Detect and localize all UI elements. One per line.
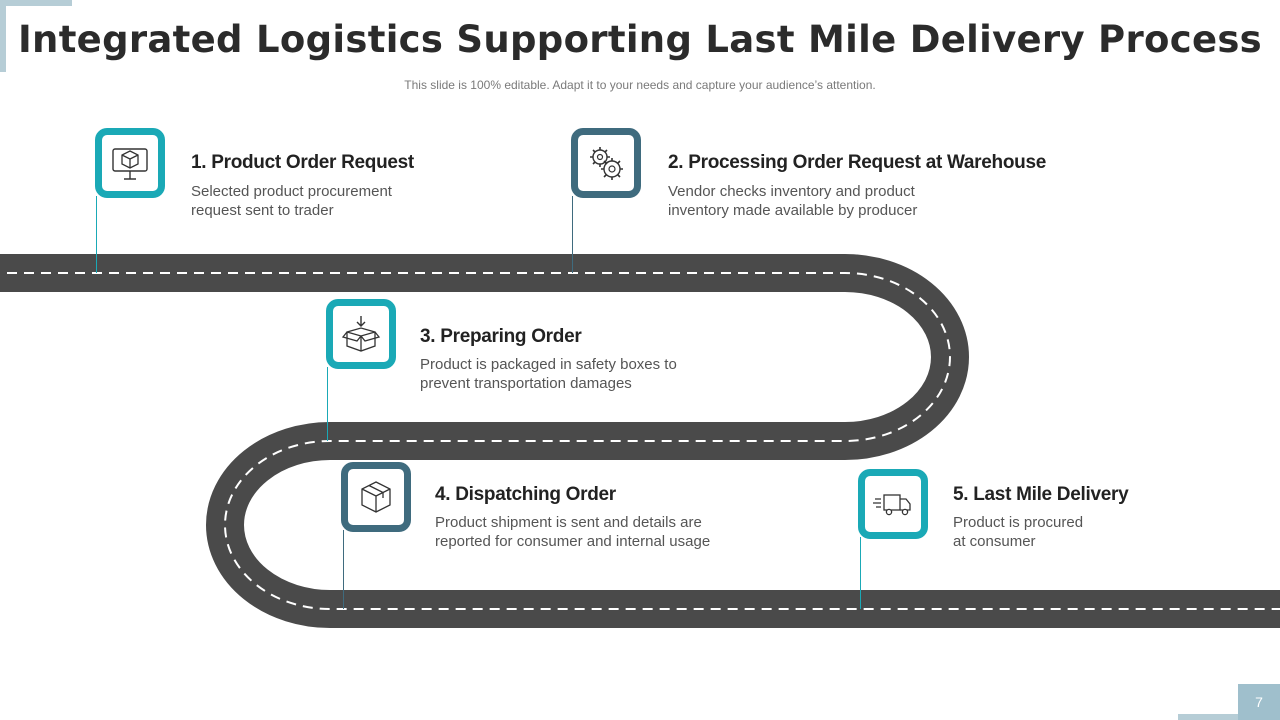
page-subtitle: This slide is 100% editable. Adapt it to… bbox=[404, 78, 876, 92]
step-2-title: 2. Processing Order Request at Warehouse bbox=[668, 152, 1046, 173]
gears-icon bbox=[590, 147, 623, 180]
connector-line bbox=[96, 196, 97, 273]
corner-decoration bbox=[0, 0, 72, 72]
connector-line bbox=[572, 196, 573, 273]
road-surface bbox=[0, 254, 1280, 628]
page-title: Integrated Logistics Supporting Last Mil… bbox=[17, 18, 1263, 61]
box-in-icon bbox=[341, 316, 381, 352]
step-5-title: 5. Last Mile Delivery bbox=[953, 484, 1129, 505]
step-4-description: Product shipment is sent and details are… bbox=[435, 514, 711, 550]
package-icon bbox=[361, 481, 391, 513]
monitor-box-icon bbox=[112, 148, 148, 180]
page-number-strip bbox=[1178, 714, 1238, 720]
delivery-truck-icon bbox=[873, 494, 911, 516]
connector-line bbox=[343, 530, 344, 609]
page-number: 7 bbox=[1238, 684, 1280, 720]
step-3-icon-box bbox=[326, 299, 396, 369]
step-5-icon-box bbox=[858, 469, 928, 539]
step-4-title: 4. Dispatching Order bbox=[435, 484, 616, 505]
connector-line bbox=[327, 367, 328, 441]
road-lane-marking bbox=[0, 272, 1280, 610]
step-2-icon-box bbox=[571, 128, 641, 198]
step-4-icon-box bbox=[341, 462, 411, 532]
step-1-title: 1. Product Order Request bbox=[191, 152, 414, 173]
step-1-icon-box bbox=[95, 128, 165, 198]
step-3-title: 3. Preparing Order bbox=[420, 326, 582, 347]
connector-line bbox=[860, 537, 861, 609]
